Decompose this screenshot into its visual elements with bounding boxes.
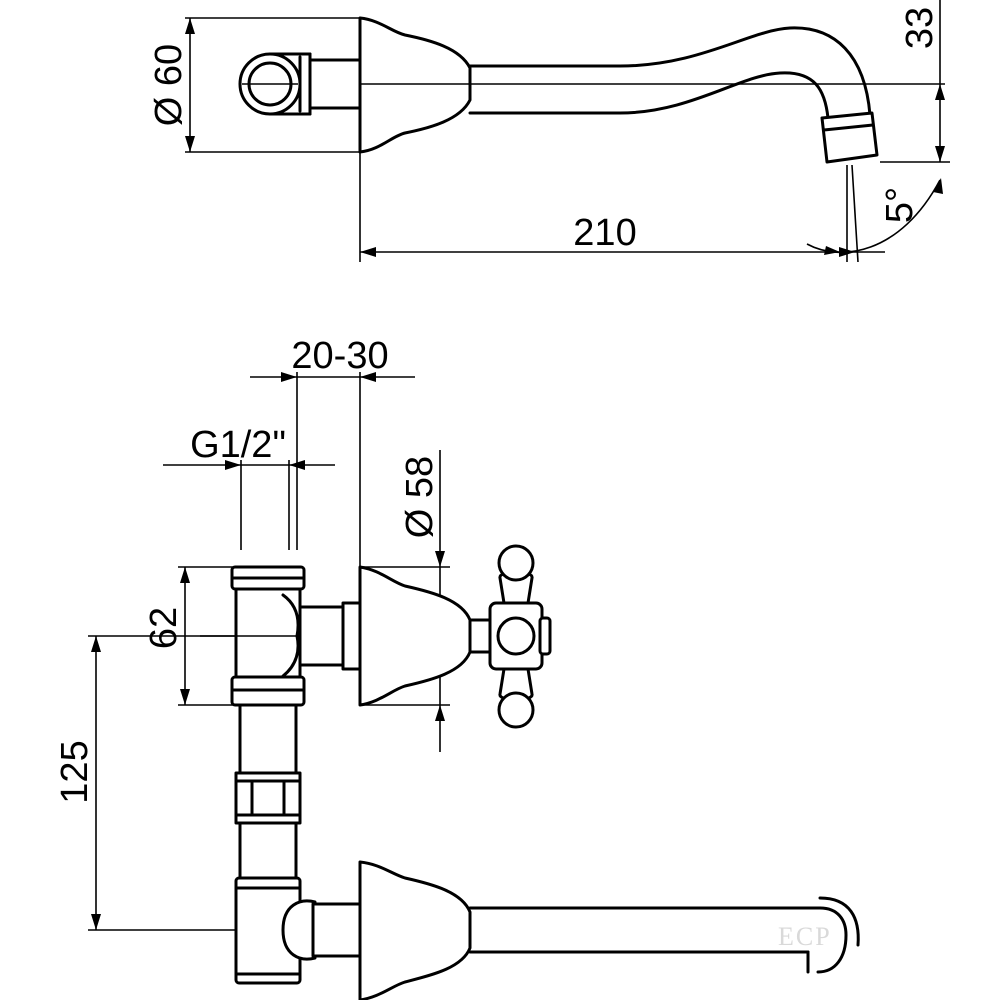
valve-connector — [298, 601, 362, 671]
cross-handle[interactable] — [468, 544, 552, 729]
dim-height-125: 125 — [54, 740, 96, 803]
top-view — [185, 0, 950, 263]
dim-diameter-58: Ø 58 — [399, 456, 441, 538]
lower-tee-fitting — [234, 876, 362, 985]
dim-range-20-30: 20-30 — [291, 335, 388, 377]
inlet-pipe-circle — [238, 52, 362, 116]
spout-top — [468, 26, 872, 117]
front-view: ECP — [88, 372, 860, 1000]
aerator — [820, 111, 879, 164]
upper-tee-fitting — [200, 565, 340, 707]
dim-diameter-60: Ø 60 — [148, 44, 190, 126]
valve-flange — [358, 565, 472, 707]
dim-height-62: 62 — [143, 607, 185, 649]
spout-front — [468, 896, 860, 974]
vertical-pipe — [234, 703, 302, 880]
spout-flange — [358, 860, 472, 1000]
dim-angle-5: 5° — [879, 187, 921, 223]
dim-thread-g12: G1/2" — [190, 424, 286, 466]
wall-flange-top — [358, 16, 472, 154]
dim-length-210: 210 — [573, 212, 636, 254]
watermark: ECP — [778, 922, 832, 951]
dim-height-33: 33 — [899, 7, 941, 49]
